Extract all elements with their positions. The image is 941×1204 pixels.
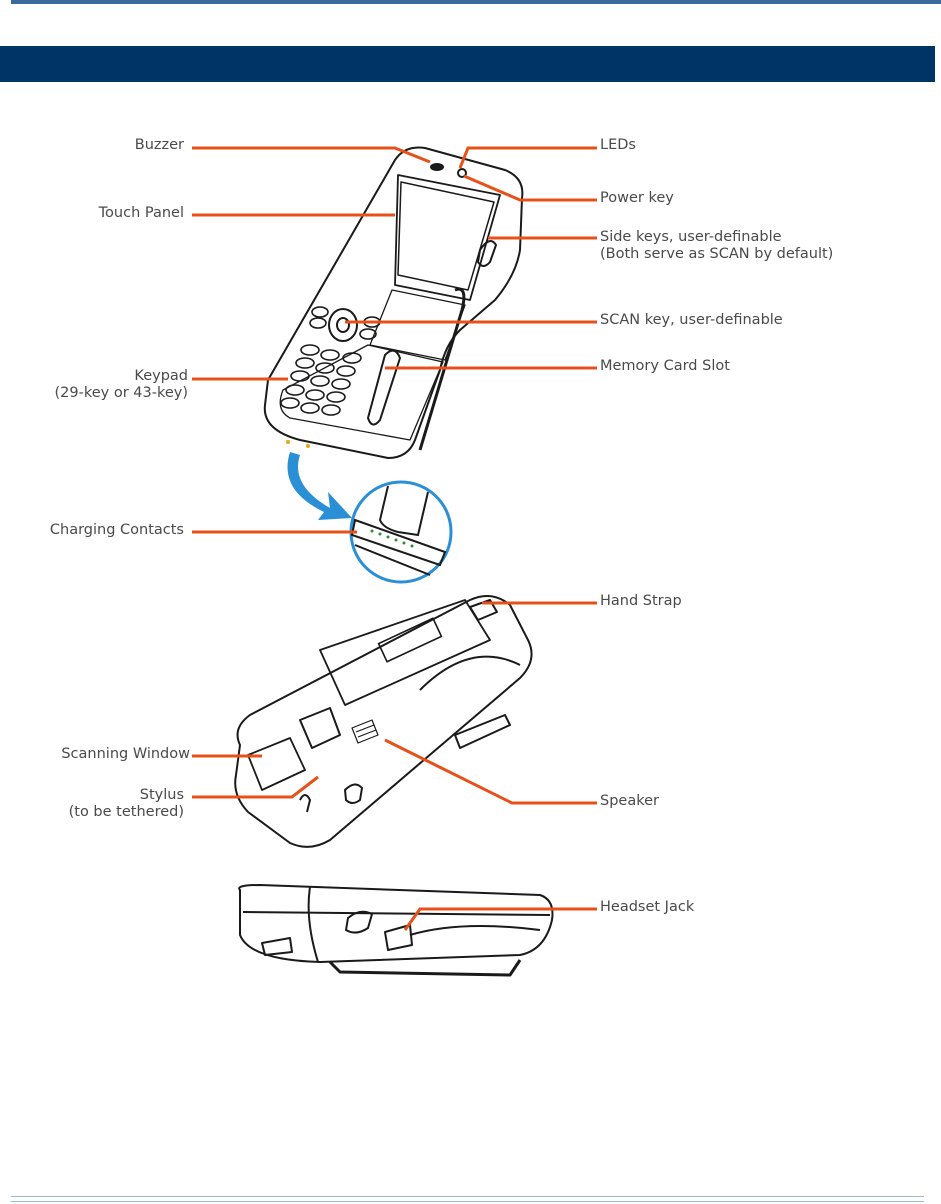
callout-stylus-label: Stylus — [139, 787, 184, 803]
callout-side-keys-label: Side keys, user-definable — [600, 229, 782, 245]
leader-stylus — [192, 775, 319, 799]
section-title-band — [0, 46, 935, 82]
callout-side-keys: Side keys, user-definable (Both serve as… — [600, 229, 833, 263]
callout-scan-key-label: SCAN key, user-definable — [600, 312, 783, 328]
callout-scanning-window: Scanning Window — [61, 746, 190, 763]
top-rule — [11, 0, 941, 4]
bottom-rule — [11, 1196, 924, 1202]
side-view-device — [238, 884, 554, 977]
callout-headset-jack-label: Headset Jack — [600, 899, 695, 915]
leader-speaker — [384, 738, 597, 805]
leader-buzzer — [192, 146, 431, 164]
callout-stylus: Stylus (to be tethered) — [69, 787, 184, 821]
callout-charging-contacts-label: Charging Contacts — [49, 522, 184, 538]
callout-touch-panel: Touch Panel — [99, 205, 184, 222]
leader-lines — [192, 146, 597, 931]
callout-scan-key: SCAN key, user-definable — [600, 312, 783, 329]
callout-power-key-label: Power key — [600, 190, 674, 206]
callout-speaker-label: Speaker — [600, 793, 659, 809]
callout-power-key: Power key — [600, 190, 674, 207]
charging-contacts-magnifier — [349, 480, 453, 584]
callout-leds: LEDs — [600, 137, 636, 154]
callout-scanning-window-label: Scanning Window — [61, 746, 190, 762]
callout-side-keys-sub: (Both serve as SCAN by default) — [600, 246, 834, 262]
callout-hand-strap-label: Hand Strap — [600, 593, 682, 609]
callout-stylus-sub: (to be tethered) — [68, 804, 184, 820]
callout-keypad-sub: (29-key or 43-key) — [54, 385, 189, 401]
leader-headset-jack — [403, 907, 597, 931]
callout-buzzer-label: Buzzer — [134, 137, 184, 153]
leader-power-key — [463, 174, 597, 202]
callout-speaker: Speaker — [600, 793, 659, 810]
callout-touch-panel-label: Touch Panel — [98, 205, 184, 221]
callout-charging-contacts: Charging Contacts — [50, 522, 184, 539]
callout-leds-label: LEDs — [600, 137, 636, 153]
back-view-device — [234, 595, 533, 848]
front-view-device — [263, 146, 524, 459]
leader-leds — [458, 146, 597, 169]
callout-memory-card-slot: Memory Card Slot — [600, 358, 730, 375]
callout-memory-card-slot-label: Memory Card Slot — [600, 358, 730, 374]
callout-headset-jack: Headset Jack — [600, 899, 694, 916]
arrow-icon — [287, 452, 352, 520]
callout-keypad: Keypad (29-key or 43-key) — [55, 368, 189, 402]
callout-hand-strap: Hand Strap — [600, 593, 682, 610]
callout-buzzer: Buzzer — [135, 137, 184, 154]
callout-keypad-label: Keypad — [134, 368, 188, 384]
